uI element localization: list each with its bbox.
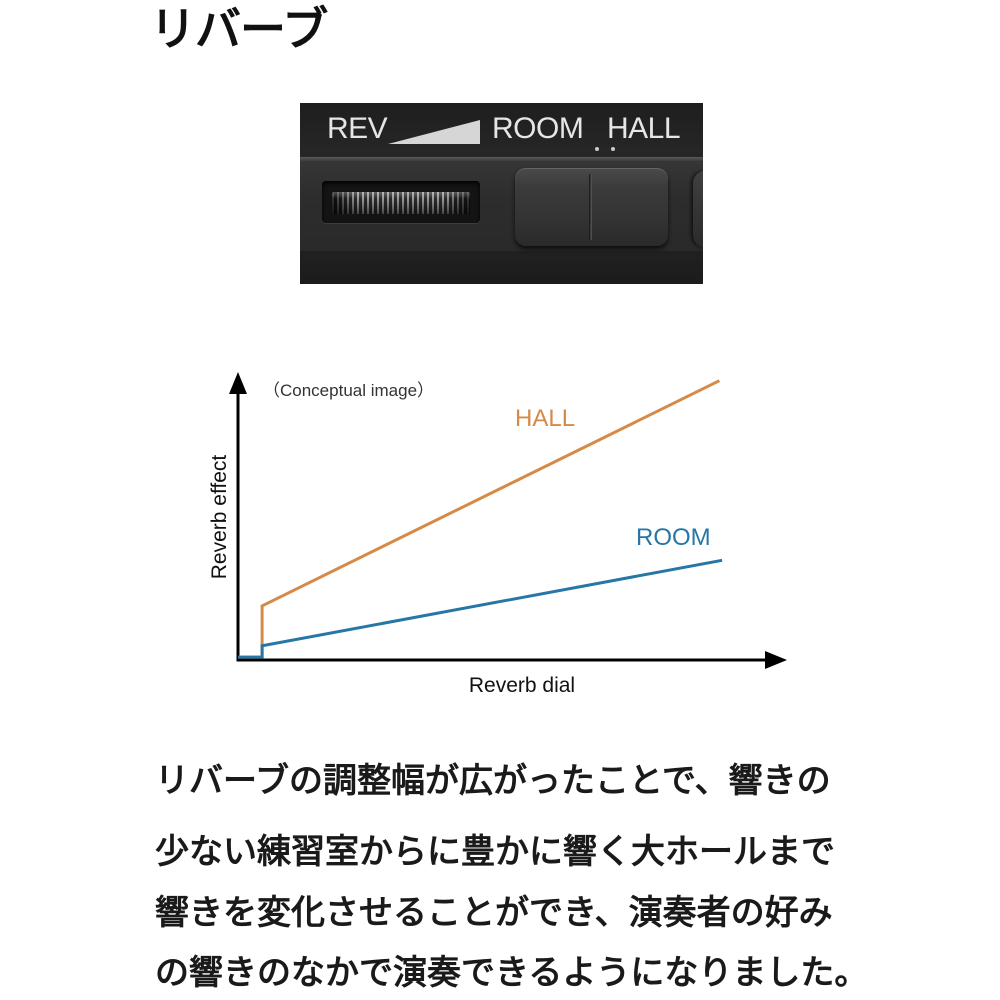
reverb-chart: （Conceptual image） HALL ROOM Reverb effe… xyxy=(208,372,787,697)
chart-line-room xyxy=(238,558,723,659)
adjacent-knob xyxy=(693,171,703,247)
page-title: リバーブ xyxy=(150,2,328,56)
series-label-hall: HALL xyxy=(515,405,575,432)
panel-bevel-edge xyxy=(300,157,703,161)
description-line: 少ない練習室からに豊かに響く大ホールまで xyxy=(155,832,835,872)
y-axis-label: Reverb effect xyxy=(208,455,231,580)
panel-top-band xyxy=(300,103,703,158)
hall-position-dot xyxy=(611,147,615,151)
room-hall-switch xyxy=(515,168,668,246)
description-line: の響きのなかで演奏できるようになりました。 xyxy=(155,953,869,993)
reverb-level-wedge-icon xyxy=(388,120,480,144)
chart-line-hall xyxy=(238,379,721,659)
room-position-dot xyxy=(595,147,599,151)
chart-annotation: （Conceptual image） xyxy=(263,381,434,400)
description-line: リバーブの調整幅が広がったことで、響きの xyxy=(155,761,831,801)
description-line: 響きを変化させることができ、演奏者の好み xyxy=(155,893,833,933)
y-axis-arrow-icon xyxy=(229,372,247,394)
series-label-room: ROOM xyxy=(636,524,711,551)
x-axis-label: Reverb dial xyxy=(469,674,575,697)
panel-label-hall: HALL xyxy=(607,112,681,145)
panel-label-room: ROOM xyxy=(492,112,584,145)
panel-lower-shade xyxy=(300,251,703,284)
product-photo: REV ROOM HALL xyxy=(300,103,703,284)
reverb-dial-wheel xyxy=(332,192,470,214)
switch-groove xyxy=(589,174,592,240)
x-axis-arrow-icon xyxy=(765,651,787,669)
panel-label-rev: REV xyxy=(327,112,388,145)
